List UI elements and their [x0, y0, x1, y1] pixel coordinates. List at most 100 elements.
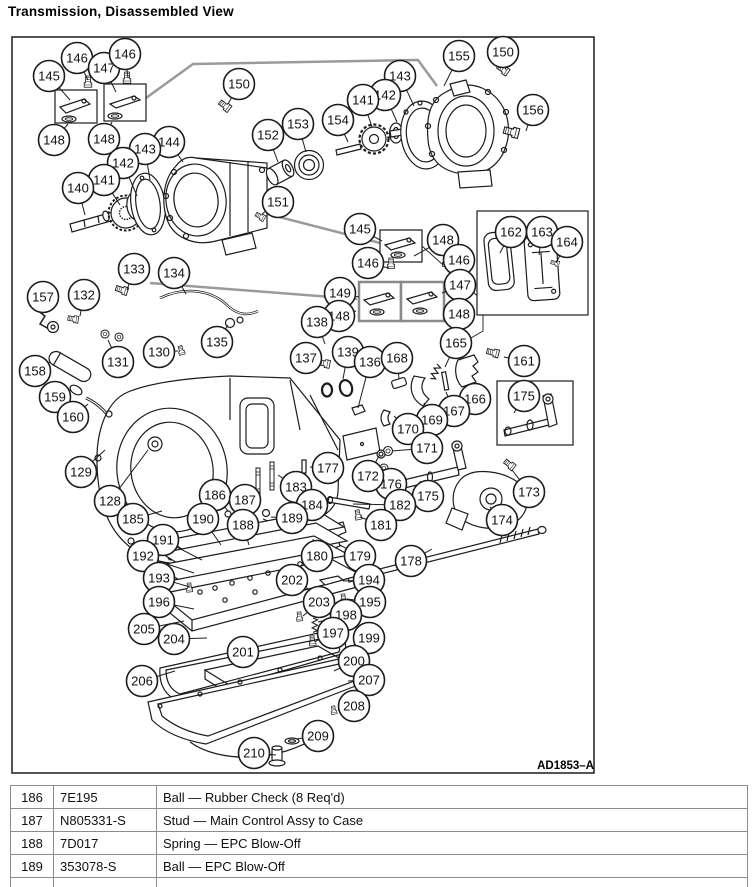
leader-line — [390, 108, 398, 123]
svg-text:154: 154 — [327, 113, 349, 128]
leader-line — [227, 97, 232, 105]
leader-line — [92, 449, 106, 462]
leader-line — [444, 356, 450, 368]
svg-text:138: 138 — [306, 315, 328, 330]
callout-195: 195 — [353, 585, 387, 619]
svg-text:184: 184 — [301, 498, 323, 513]
callout-206: 206 — [125, 664, 159, 698]
leader-line — [339, 544, 347, 549]
svg-text:146: 146 — [114, 47, 136, 62]
svg-text:131: 131 — [107, 355, 129, 370]
callout-128: 128 — [93, 484, 127, 518]
svg-text:146: 146 — [66, 51, 88, 66]
svg-text:188: 188 — [232, 518, 254, 533]
leader-line — [277, 474, 284, 479]
table-cell: 7D017 — [53, 831, 157, 855]
callout-207: 207 — [352, 663, 386, 697]
callout-137: 137 — [289, 341, 323, 375]
svg-text:170: 170 — [397, 422, 419, 437]
inset-lever-boxes-center — [357, 229, 450, 323]
callout-199: 199 — [352, 621, 386, 655]
callout-178: 178 — [394, 544, 428, 578]
table-cell: 188 — [10, 831, 54, 855]
callout-151: 151 — [261, 185, 295, 219]
svg-text:177: 177 — [317, 461, 339, 476]
callout-153: 153 — [281, 107, 315, 141]
table-cell: 187 — [10, 808, 54, 832]
leader-line — [321, 336, 326, 345]
svg-text:194: 194 — [358, 573, 380, 588]
callout-141: 141 — [346, 83, 380, 117]
svg-text:148: 148 — [43, 133, 65, 148]
leader-line — [359, 516, 367, 520]
callout-204: 204 — [157, 622, 191, 656]
callout-131: 131 — [101, 345, 135, 379]
callout-201: 201 — [226, 635, 260, 669]
leader-line — [272, 149, 279, 163]
svg-text:175: 175 — [513, 389, 535, 404]
callout-171: 171 — [410, 431, 444, 465]
leader-line — [176, 546, 203, 561]
svg-text:180: 180 — [306, 549, 328, 564]
callout-177: 177 — [311, 451, 345, 485]
callout-197: 197 — [316, 616, 350, 650]
leader-line — [128, 177, 138, 197]
svg-text:157: 157 — [32, 290, 54, 305]
svg-text:147: 147 — [93, 61, 115, 76]
svg-text:141: 141 — [352, 93, 374, 108]
callout-146: 146 — [351, 246, 385, 280]
callout-143: 143 — [383, 59, 417, 93]
callout-203: 203 — [302, 585, 336, 619]
leader-line — [174, 604, 195, 610]
svg-text:128: 128 — [99, 494, 121, 509]
leader-line — [538, 247, 541, 256]
svg-text:139: 139 — [337, 345, 359, 360]
svg-text:141: 141 — [93, 173, 115, 188]
svg-text:171: 171 — [416, 441, 438, 456]
callout-148: 148 — [37, 123, 71, 157]
callout-181: 181 — [364, 508, 398, 542]
leader-line — [357, 376, 367, 409]
callout-158: 158 — [18, 354, 52, 388]
svg-text:201: 201 — [232, 645, 254, 660]
svg-text:137: 137 — [295, 351, 317, 366]
callout-138: 138 — [300, 305, 334, 339]
svg-text:153: 153 — [287, 117, 309, 132]
leader-line — [111, 192, 121, 206]
svg-text:161: 161 — [513, 354, 535, 369]
callout-150: 150 — [486, 35, 520, 69]
figure-code: AD1853–A — [537, 760, 594, 772]
table-cell — [10, 877, 54, 887]
callout-193: 193 — [142, 561, 176, 595]
leader-line — [352, 503, 385, 506]
callout-174: 174 — [485, 503, 519, 537]
callout-145: 145 — [32, 59, 66, 93]
svg-text:189: 189 — [281, 511, 303, 526]
svg-text:148: 148 — [432, 233, 454, 248]
svg-text:135: 135 — [206, 335, 228, 350]
svg-text:168: 168 — [386, 351, 408, 366]
leader-line — [156, 670, 176, 677]
extension-housing-assembly — [69, 156, 268, 256]
callout-146: 146 — [108, 37, 142, 71]
leader-line — [83, 71, 89, 81]
leader-line — [382, 266, 390, 269]
page-title: Transmission, Disassembled View — [8, 4, 234, 19]
svg-text:159: 159 — [44, 390, 66, 405]
leader-line — [110, 81, 117, 93]
svg-text:130: 130 — [148, 345, 170, 360]
svg-text:156: 156 — [522, 103, 544, 118]
leader-line — [58, 87, 71, 101]
svg-text:148: 148 — [328, 309, 350, 324]
svg-text:142: 142 — [374, 88, 396, 103]
leader-line — [211, 531, 222, 546]
svg-text:152: 152 — [257, 128, 279, 143]
svg-text:129: 129 — [70, 465, 92, 480]
svg-text:140: 140 — [67, 181, 89, 196]
leader-line — [424, 548, 433, 554]
callout-132: 132 — [67, 278, 101, 312]
svg-text:186: 186 — [204, 488, 226, 503]
